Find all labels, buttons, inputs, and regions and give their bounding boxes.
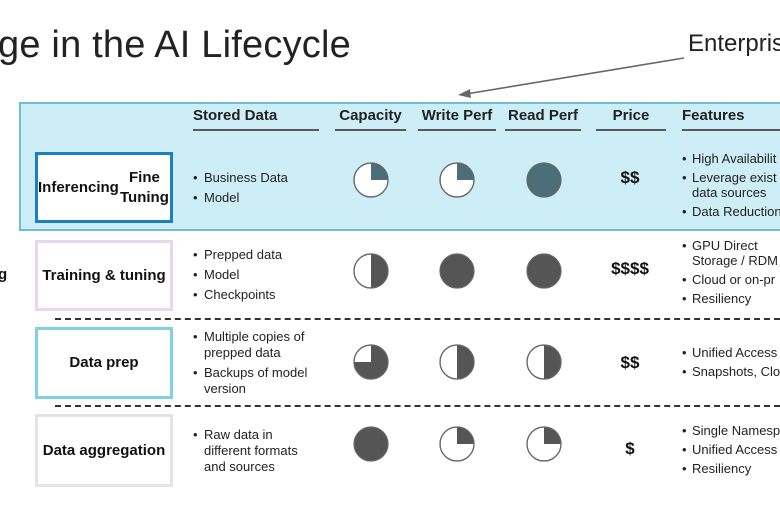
write-perf-pie [439, 426, 475, 462]
price-value: $$$$ [611, 259, 649, 278]
pie-outline [353, 253, 389, 289]
stage-inferencing-fine-tuning: Inferencing Fine Tuning [35, 152, 173, 223]
read-perf-pie [526, 253, 562, 289]
callout-label: Enterpris [688, 30, 780, 57]
header-price: Price [596, 107, 666, 131]
feature-item: Single Namesp [682, 423, 780, 438]
stored-data-item: Checkpoints [193, 287, 323, 303]
stored-data-list: Raw data in different formats and source… [193, 427, 323, 479]
header-stored-data: Stored Data [193, 107, 319, 131]
capacity-pie [353, 253, 389, 289]
stored-data-list: Prepped data Model Checkpoints [193, 247, 323, 307]
feature-item: Resiliency [682, 291, 780, 306]
pie-outline [526, 426, 562, 462]
read-perf-pie [526, 344, 562, 380]
read-perf-pie [526, 162, 562, 198]
capacity-pie [353, 426, 389, 462]
stored-data-item: Raw data in different formats and source… [193, 427, 323, 475]
features-list: High Availabilit Leverage exist data sou… [682, 151, 780, 223]
pie-background [353, 426, 389, 462]
feature-item: Unified Access [682, 345, 780, 360]
pie-outline [439, 344, 475, 380]
features-list: GPU Direct Storage / RDM Cloud or on-pr … [682, 238, 780, 310]
feature-item: GPU Direct Storage / RDM [682, 238, 780, 268]
pie-background [439, 253, 475, 289]
header-read-perf: Read Perf [505, 107, 581, 131]
feature-item: Data Reduction [682, 204, 780, 219]
pie-outline [353, 344, 389, 380]
read-perf-pie [526, 426, 562, 462]
write-perf-pie [439, 162, 475, 198]
header-capacity: Capacity [335, 107, 406, 131]
feature-item: Snapshots, Clo [682, 364, 780, 379]
features-list: Unified Access Snapshots, Clo [682, 345, 780, 383]
pie-fill-slice [457, 427, 474, 444]
pie-outline [439, 162, 475, 198]
stored-data-item: Business Data [193, 170, 323, 186]
stage-data-aggregation: Data aggregation [35, 414, 173, 487]
stored-data-list: Business Data Model [193, 170, 323, 210]
capacity-pie [353, 162, 389, 198]
price-value: $ [625, 439, 635, 458]
feature-item: Cloud or on-pr [682, 272, 780, 287]
capacity-pie [353, 344, 389, 380]
stage-label-line: Data aggregation [42, 441, 166, 459]
stored-data-item: Model [193, 267, 323, 283]
left-edge-fragment: g [0, 266, 8, 283]
price-value: $$ [620, 353, 640, 372]
pie-outline [439, 426, 475, 462]
header-features: Features [682, 107, 780, 131]
pie-background [526, 162, 562, 198]
pie-fill-slice [371, 254, 388, 288]
header-write-perf: Write Perf [418, 107, 496, 131]
slide-title: ge in the AI Lifecycle [0, 24, 351, 66]
pie-outline [353, 162, 389, 198]
row-divider [55, 405, 780, 407]
stored-data-item: Multiple copies of prepped data [193, 329, 323, 361]
pie-fill-slice [354, 345, 388, 379]
feature-item: High Availabilit [682, 151, 780, 166]
pie-fill-slice [544, 345, 561, 379]
stored-data-list: Multiple copies of prepped data Backups … [193, 329, 323, 401]
stored-data-item: Model [193, 190, 323, 206]
price-value: $$ [620, 168, 640, 187]
feature-item: Unified Access [682, 442, 780, 457]
pie-background [526, 253, 562, 289]
stage-data-prep: Data prep [35, 327, 173, 399]
stage-label-line: Training & tuning [42, 266, 166, 284]
stored-data-item: Backups of model version [193, 365, 323, 397]
stage-label-line: Inferencing [38, 178, 119, 196]
stage-label-line: Fine Tuning [119, 168, 169, 206]
pie-fill-slice [457, 345, 474, 379]
stage-training-tuning: Training & tuning [35, 240, 173, 311]
pie-fill-slice [371, 163, 388, 180]
write-perf-pie [439, 253, 475, 289]
pie-fill-slice [544, 427, 561, 444]
pie-outline [526, 344, 562, 380]
feature-item: Resiliency [682, 461, 780, 476]
stage-label-line: Data prep [69, 354, 139, 371]
write-perf-pie [439, 344, 475, 380]
row-divider [55, 318, 780, 320]
pie-fill-slice [457, 163, 474, 180]
features-list: Single Namesp Unified Access Resiliency [682, 423, 780, 480]
stored-data-item: Prepped data [193, 247, 323, 263]
feature-item: Leverage exist data sources [682, 170, 780, 200]
